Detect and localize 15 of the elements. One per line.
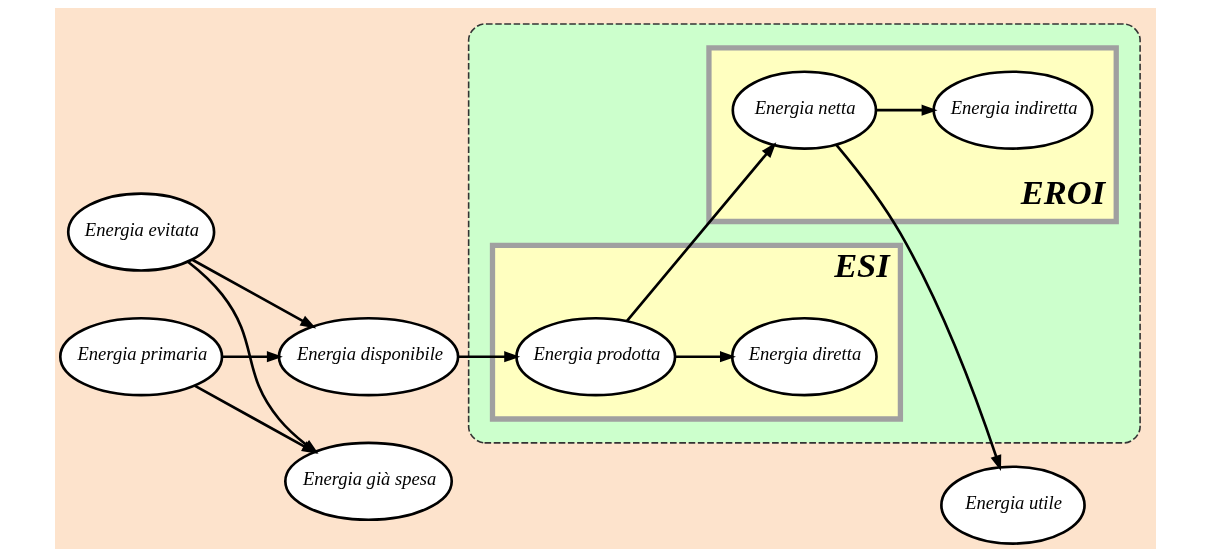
- arrow: [875, 104, 938, 116]
- cluster: [467, 23, 1141, 444]
- node-ellipse: Energia evitata: [66, 192, 215, 272]
- arrow: [458, 351, 520, 363]
- arrow: [675, 351, 736, 363]
- node-ellipse: Energia primaria: [58, 316, 223, 397]
- arrow: [835, 144, 1001, 471]
- node-ellipse: Energia indiretta: [931, 70, 1094, 150]
- node-ellipse: Energia prodotta: [514, 316, 676, 397]
- node-ellipse: Energia utile: [939, 465, 1086, 545]
- arrow: [625, 142, 776, 322]
- arrow: [221, 351, 283, 363]
- node-ellipse: Energia diretta: [730, 316, 878, 397]
- node-ellipse: Energia netta: [730, 70, 877, 150]
- arrow: [191, 258, 316, 329]
